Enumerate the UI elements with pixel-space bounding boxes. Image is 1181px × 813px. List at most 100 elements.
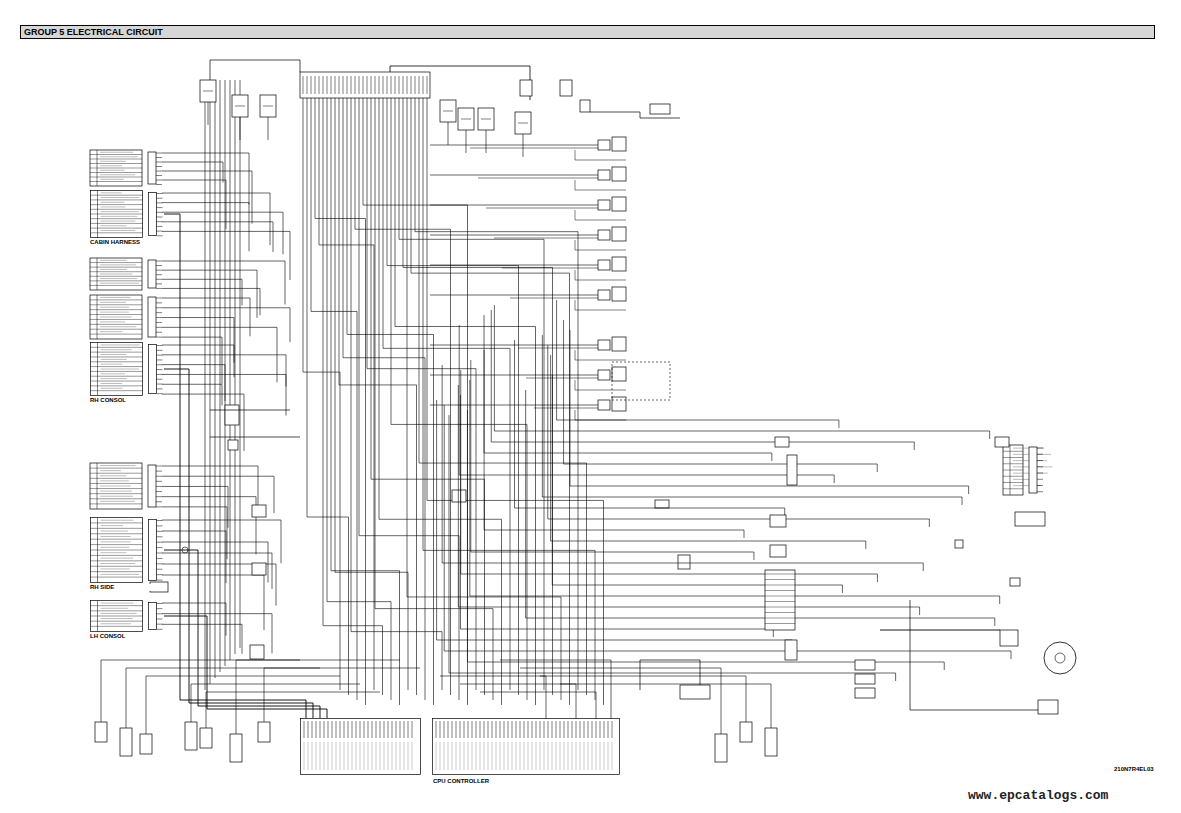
node-caption: CABIN HARNESS [90, 239, 166, 246]
pin [524, 721, 525, 738]
pin [157, 226, 163, 227]
wire [415, 98, 578, 690]
pin [348, 721, 349, 738]
wire [379, 76, 380, 94]
pin [1037, 460, 1043, 461]
pin [448, 721, 449, 738]
wire [449, 415, 896, 681]
connector-table [90, 463, 142, 509]
table-entry [101, 221, 136, 222]
wire [162, 497, 256, 555]
pin [157, 619, 163, 620]
pin [157, 207, 163, 208]
pin [380, 721, 381, 738]
pin-label [464, 742, 465, 770]
fuse-symbol [955, 540, 963, 548]
table-rule [91, 199, 143, 200]
table-rule [90, 159, 142, 160]
pin [464, 721, 465, 738]
connector-pins [149, 345, 157, 394]
table-rule [91, 385, 143, 386]
relay-symbol [680, 685, 710, 699]
table-rule [90, 262, 142, 263]
pin [556, 721, 557, 738]
pin [480, 721, 481, 738]
table-entry [101, 202, 125, 203]
top-connector [300, 72, 430, 98]
pin [157, 613, 163, 614]
table-rule [90, 309, 142, 310]
table-entry [100, 156, 138, 157]
table-entry [101, 383, 122, 384]
pin [1037, 491, 1043, 492]
wire [570, 330, 969, 494]
wire [303, 76, 304, 94]
table-entry [101, 525, 123, 526]
pin [156, 157, 162, 158]
table-entry [100, 496, 133, 497]
wire [518, 348, 598, 349]
pin [324, 721, 325, 738]
pin [368, 721, 369, 738]
pin-label [412, 742, 413, 770]
wire [162, 507, 227, 559]
pin [508, 721, 509, 738]
wire [575, 380, 626, 390]
pin [332, 721, 333, 738]
pin-label [372, 742, 373, 770]
pin-label [572, 742, 573, 770]
pin-label [568, 742, 569, 770]
pin [528, 721, 529, 738]
wire [765, 623, 795, 624]
pin [157, 520, 163, 521]
title-bar: GROUP 5 ELECTRICAL CIRCUIT [20, 25, 1155, 39]
pin [488, 721, 489, 738]
wire [484, 350, 744, 538]
pin [504, 721, 505, 738]
pin [157, 202, 163, 203]
wire [390, 66, 530, 100]
pin [156, 506, 162, 507]
pin [156, 265, 162, 266]
pin [157, 574, 163, 575]
pin-label [376, 742, 377, 770]
pin [444, 721, 445, 738]
sensor-symbol [252, 505, 266, 517]
pin-label [468, 742, 469, 770]
pin-label [548, 742, 549, 770]
pin [1037, 448, 1043, 449]
wire [466, 130, 467, 153]
wire [403, 76, 404, 94]
table-rule [91, 616, 143, 617]
pin [1037, 454, 1043, 455]
wire [480, 692, 596, 722]
table-rule [91, 390, 143, 391]
sensor-symbol [200, 728, 212, 748]
pin [412, 721, 413, 738]
pin-label [436, 742, 437, 770]
table-entry [100, 297, 130, 298]
wire [162, 384, 222, 405]
wire [395, 76, 396, 94]
wire [343, 76, 344, 94]
pin [540, 721, 541, 738]
pin [316, 721, 317, 738]
table-entry [100, 331, 122, 332]
controller-connector [433, 719, 620, 775]
pin-label [492, 742, 493, 770]
wire [540, 676, 746, 722]
pin [157, 350, 163, 351]
table-entry [101, 354, 127, 355]
table-rule [91, 204, 143, 205]
table-entry [100, 501, 135, 502]
switch-symbol [598, 290, 610, 300]
controller-drawing [300, 718, 620, 775]
pin [1037, 479, 1043, 480]
wire [552, 375, 842, 593]
pin-label [524, 742, 525, 770]
pin [157, 359, 163, 360]
pin [157, 624, 163, 625]
wire [437, 400, 793, 648]
wire [526, 378, 598, 379]
table-entry [100, 260, 127, 261]
